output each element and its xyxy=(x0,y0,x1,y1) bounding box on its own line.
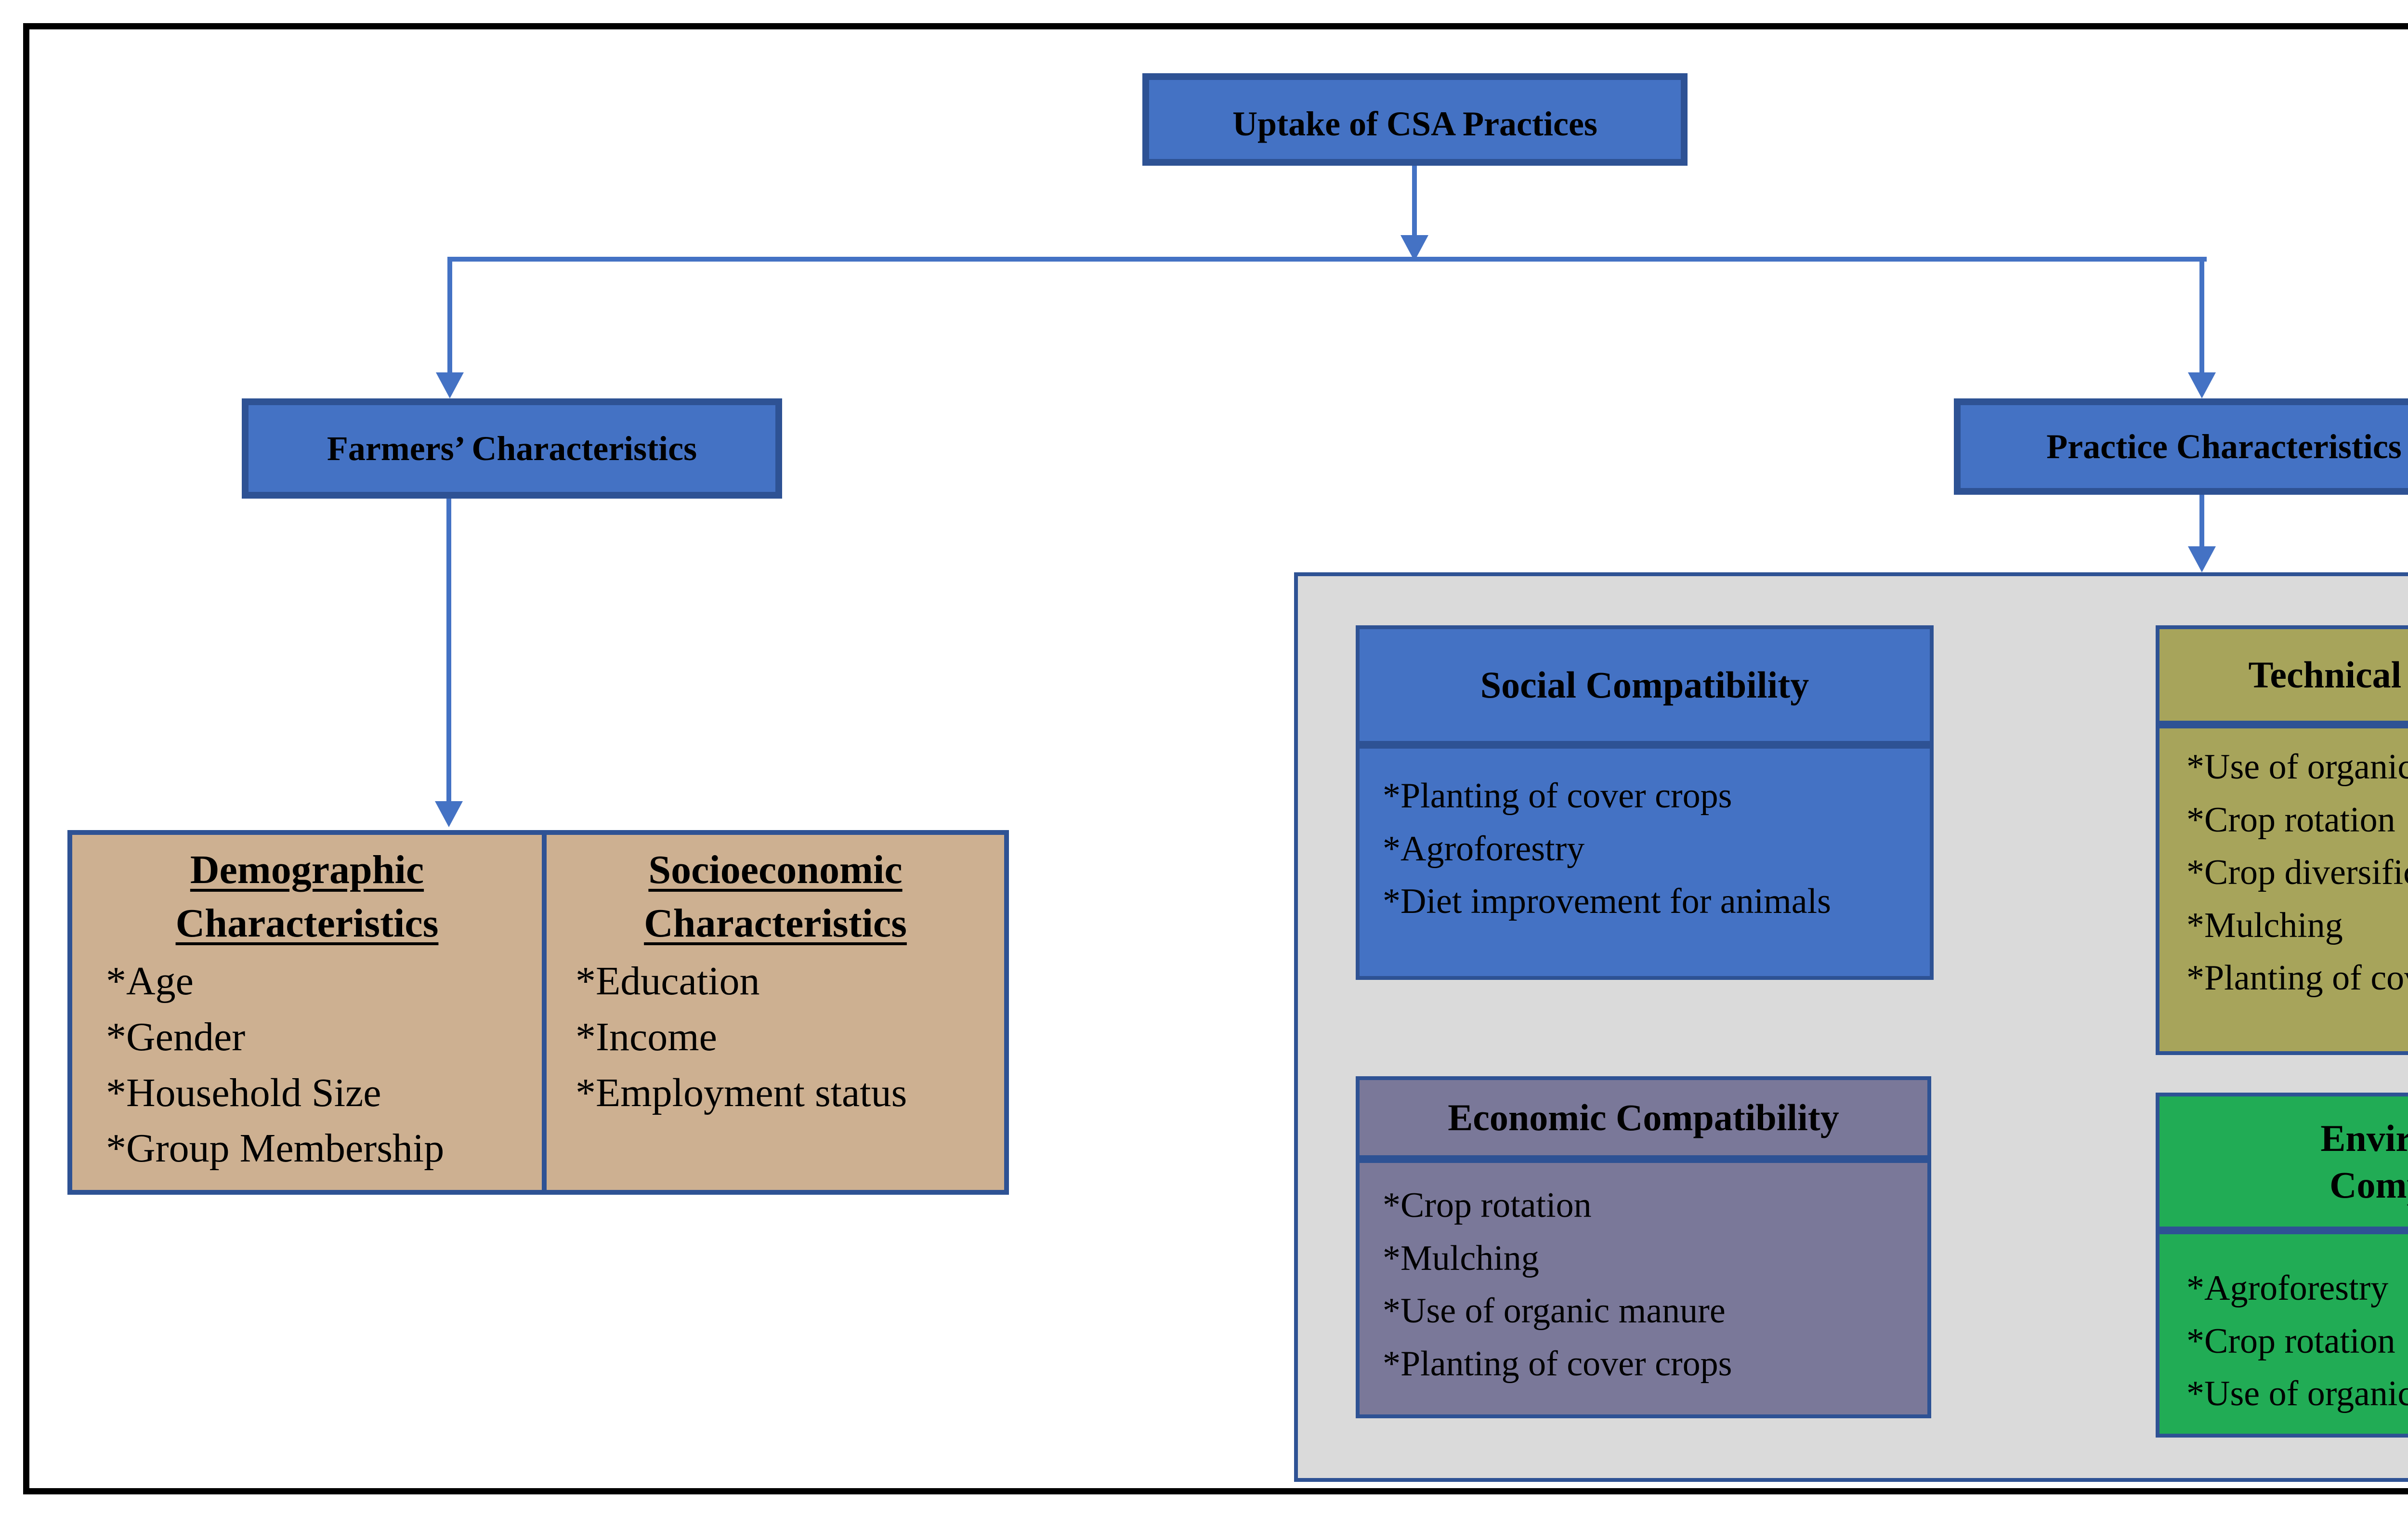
demographic-characteristics-box: Demographic Characteristics *Age *Gender… xyxy=(72,835,547,1190)
list-item: *Agroforestry xyxy=(2186,1268,2389,1308)
list-item: *Use of organic manure xyxy=(2186,747,2408,787)
connector-branch-horizontal xyxy=(447,257,2207,262)
social-compatibility-box: *Planting of cover crops *Agroforestry *… xyxy=(1356,745,1934,980)
list-item: *Employment status xyxy=(576,1070,907,1115)
technical-compatibility-header: Technical Compatibility xyxy=(2156,625,2408,725)
farmer-characteristics-group: Demographic Characteristics *Age *Gender… xyxy=(67,830,1009,1195)
arrow-down-icon xyxy=(435,801,463,827)
list-item: *Mulching xyxy=(1383,1238,1539,1278)
list-item: *Planting of cover crops xyxy=(1383,1344,1732,1384)
list-item: *Planting of cover crops xyxy=(2186,958,2408,998)
environmental-item-list: *Agroforestry *Crop rotation *Use of org… xyxy=(2159,1234,2408,1421)
demographic-heading: Demographic Characteristics xyxy=(72,844,542,950)
connector-root-vertical xyxy=(1412,166,1417,236)
environmental-compatibility-box: *Agroforestry *Crop rotation *Use of org… xyxy=(2156,1230,2408,1438)
arrow-down-icon xyxy=(436,372,464,398)
environmental-compatibility-header: Environmental Compatibility xyxy=(2156,1093,2408,1230)
list-item: *Crop rotation xyxy=(2186,800,2395,840)
list-item: *Use of organic manure xyxy=(2186,1374,2408,1414)
socioeconomic-heading: Socioeconomic Characteristics xyxy=(547,844,1004,950)
social-compatibility-title: Social Compatibility xyxy=(1480,664,1809,706)
economic-compatibility-title: Economic Compatibility xyxy=(1448,1096,1839,1139)
economic-compatibility-box: *Crop rotation *Mulching *Use of organic… xyxy=(1356,1159,1931,1418)
list-item: *Use of organic manure xyxy=(1383,1291,1726,1331)
list-item: *Diet improvement for animals xyxy=(1383,882,1831,922)
list-item: *Agroforestry xyxy=(1383,829,1585,869)
branch-box-farmers-characteristics: Farmers’ Characteristics xyxy=(242,398,782,499)
demographic-heading-line1: Demographic xyxy=(190,847,424,892)
socioeconomic-characteristics-box: Socioeconomic Characteristics *Education… xyxy=(547,835,1004,1190)
list-item: *Group Membership xyxy=(106,1126,445,1171)
list-item: *Household Size xyxy=(106,1070,381,1115)
list-item: *Mulching xyxy=(2186,905,2343,945)
diagram-frame xyxy=(23,23,2408,1494)
list-item: *Crop rotation xyxy=(2186,1321,2395,1361)
list-item: *Crop diversification xyxy=(2186,853,2408,893)
farmers-box-label: Farmers’ Characteristics xyxy=(327,429,697,468)
economic-compatibility-header: Economic Compatibility xyxy=(1356,1076,1931,1159)
list-item: *Age xyxy=(106,958,194,1003)
socioeconomic-heading-line1: Socioeconomic xyxy=(648,847,903,892)
demographic-heading-line2: Characteristics xyxy=(175,900,439,946)
connector-right-vertical xyxy=(2199,260,2204,374)
technical-item-list: *Use of organic manure *Crop rotation *C… xyxy=(2159,728,2408,1005)
economic-item-list: *Crop rotation *Mulching *Use of organic… xyxy=(1360,1163,1927,1390)
connector-farmers-to-groups xyxy=(446,499,451,803)
socioeconomic-heading-line2: Characteristics xyxy=(644,900,907,946)
list-item: *Education xyxy=(576,958,760,1003)
root-box-uptake-of-csa-practices: Uptake of CSA Practices xyxy=(1142,73,1688,166)
technical-compatibility-title: Technical Compatibility xyxy=(2248,654,2408,696)
list-item: *Income xyxy=(576,1014,717,1059)
demographic-item-list: *Age *Gender *Household Size *Group Memb… xyxy=(72,950,542,1177)
list-item: *Crop rotation xyxy=(1383,1186,1592,1225)
list-item: *Planting of cover crops xyxy=(1383,776,1732,816)
socioeconomic-item-list: *Education *Income *Employment status xyxy=(547,950,1004,1121)
social-item-list: *Planting of cover crops *Agroforestry *… xyxy=(1360,749,1930,928)
arrow-down-icon xyxy=(2188,372,2216,398)
connector-practice-to-panel xyxy=(2199,495,2204,548)
practice-box-label: Practice Characteristics xyxy=(2046,427,2402,466)
arrow-down-icon xyxy=(2188,546,2216,572)
root-box-label: Uptake of CSA Practices xyxy=(1232,104,1597,143)
social-compatibility-header: Social Compatibility xyxy=(1356,625,1934,745)
list-item: *Gender xyxy=(106,1014,246,1059)
technical-compatibility-box: *Use of organic manure *Crop rotation *C… xyxy=(2156,725,2408,1055)
connector-left-vertical xyxy=(447,260,452,374)
branch-box-practice-characteristics: Practice Characteristics xyxy=(1954,398,2408,495)
environmental-compatibility-title: Environmental Compatibility xyxy=(2320,1117,2408,1206)
